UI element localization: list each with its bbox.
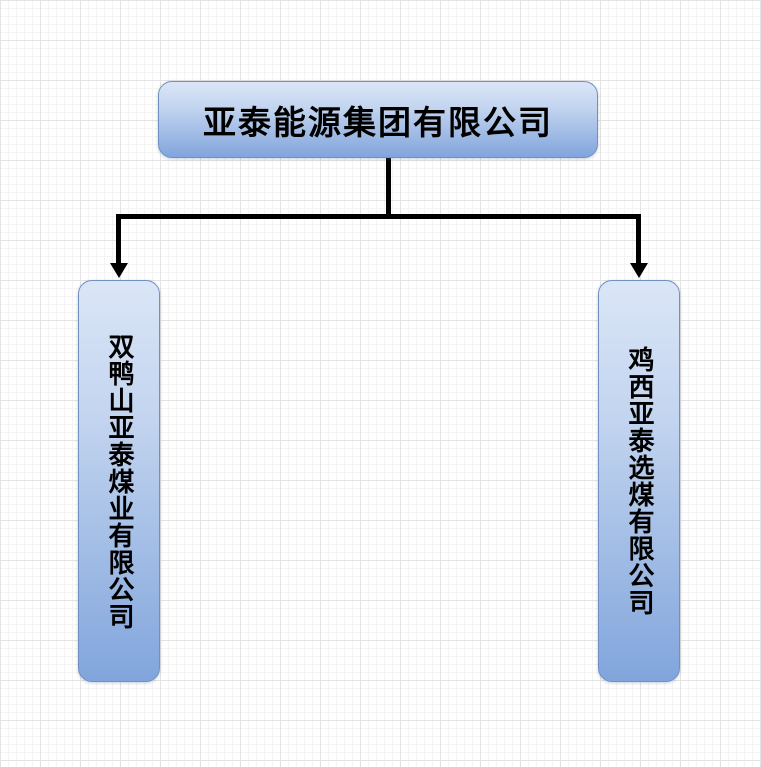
connector-drop-right [636,214,641,264]
connector-trunk [386,156,391,218]
connector-drop-left [116,214,121,264]
org-node-jixi: 鸡西亚泰选煤有限公司 [598,280,680,682]
connector-crossbar [116,214,641,219]
org-node-root: 亚泰能源集团有限公司 [158,81,598,158]
arrow-down-left-icon [110,263,128,278]
org-node-shuangyashan-label: 双鸭山亚泰煤业有限公司 [104,332,134,630]
org-node-jixi-label: 鸡西亚泰选煤有限公司 [624,346,654,616]
org-node-root-label: 亚泰能源集团有限公司 [203,102,553,142]
org-node-shuangyashan: 双鸭山亚泰煤业有限公司 [78,280,160,682]
arrow-down-right-icon [630,263,648,278]
